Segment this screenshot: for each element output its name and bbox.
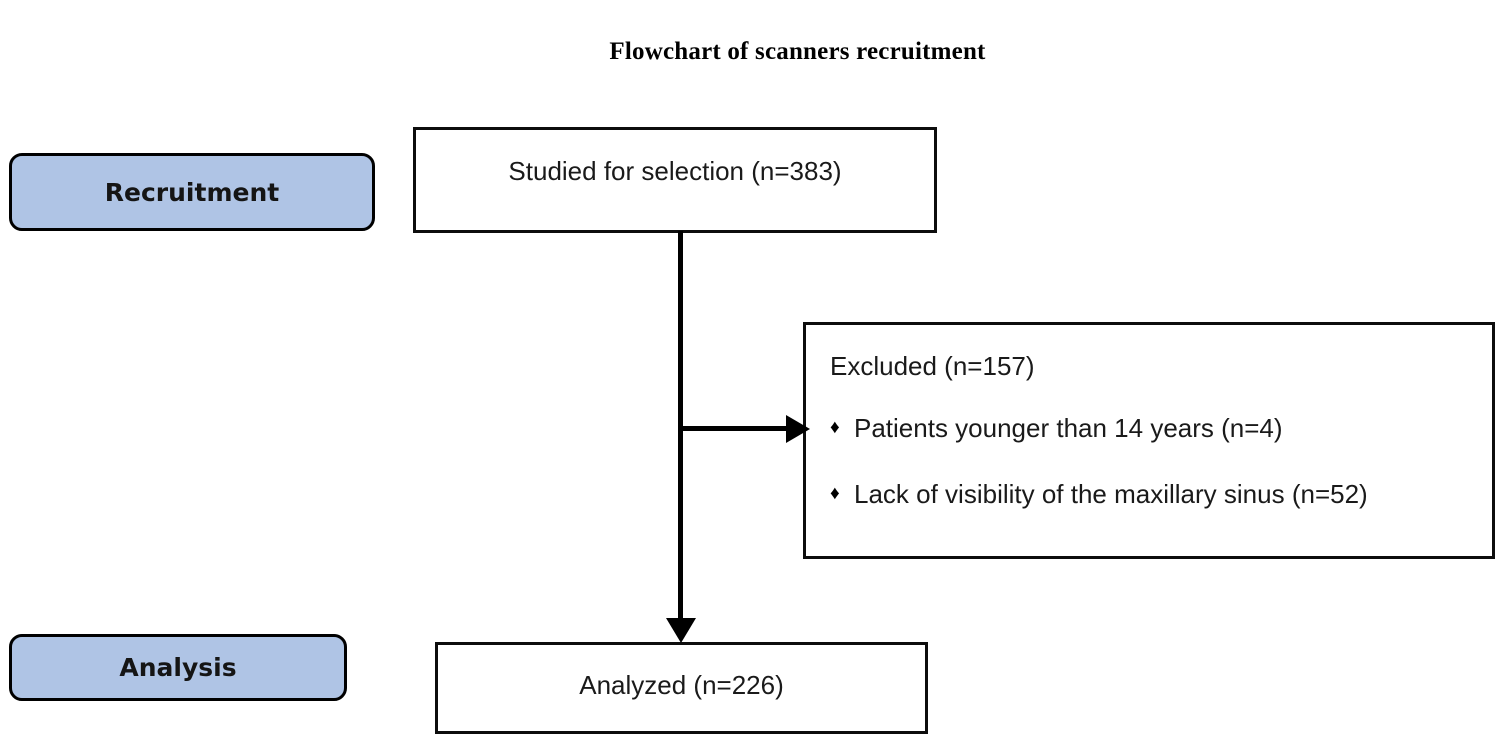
stage-label-analysis: Analysis xyxy=(119,653,237,682)
stage-label-recruitment: Recruitment xyxy=(104,177,280,207)
stage-box-recruitment: Recruitment xyxy=(9,153,375,231)
connector-horizontal-to-excluded xyxy=(681,426,791,431)
node-excluded: Excluded (n=157) ♦ Patients younger than… xyxy=(803,322,1495,559)
node-analyzed: Analyzed (n=226) xyxy=(435,642,928,734)
diamond-bullet-icon: ♦ xyxy=(830,483,840,504)
page-title: Flowchart of scanners recruitment xyxy=(609,38,986,65)
diamond-bullet-icon: ♦ xyxy=(830,417,840,438)
excluded-reason-text: Lack of visibility of the maxillary sinu… xyxy=(854,479,1368,509)
list-item: ♦ Patients younger than 14 years (n=4) xyxy=(830,413,1482,443)
node-excluded-heading: Excluded (n=157) xyxy=(830,351,1035,381)
node-analyzed-label: Analyzed (n=226) xyxy=(579,670,784,700)
node-studied-label: Studied for selection (n=383) xyxy=(508,156,842,186)
excluded-reason-list: ♦ Patients younger than 14 years (n=4) ♦… xyxy=(830,413,1482,509)
excluded-reason-text: Patients younger than 14 years (n=4) xyxy=(854,413,1283,443)
node-studied-for-selection: Studied for selection (n=383) xyxy=(413,127,937,233)
connector-vertical-trunk xyxy=(678,231,683,621)
arrowhead-right-icon xyxy=(786,415,810,443)
stage-box-analysis: Analysis xyxy=(9,634,347,701)
list-item: ♦ Lack of visibility of the maxillary si… xyxy=(830,479,1482,509)
arrowhead-down-icon xyxy=(666,618,696,643)
